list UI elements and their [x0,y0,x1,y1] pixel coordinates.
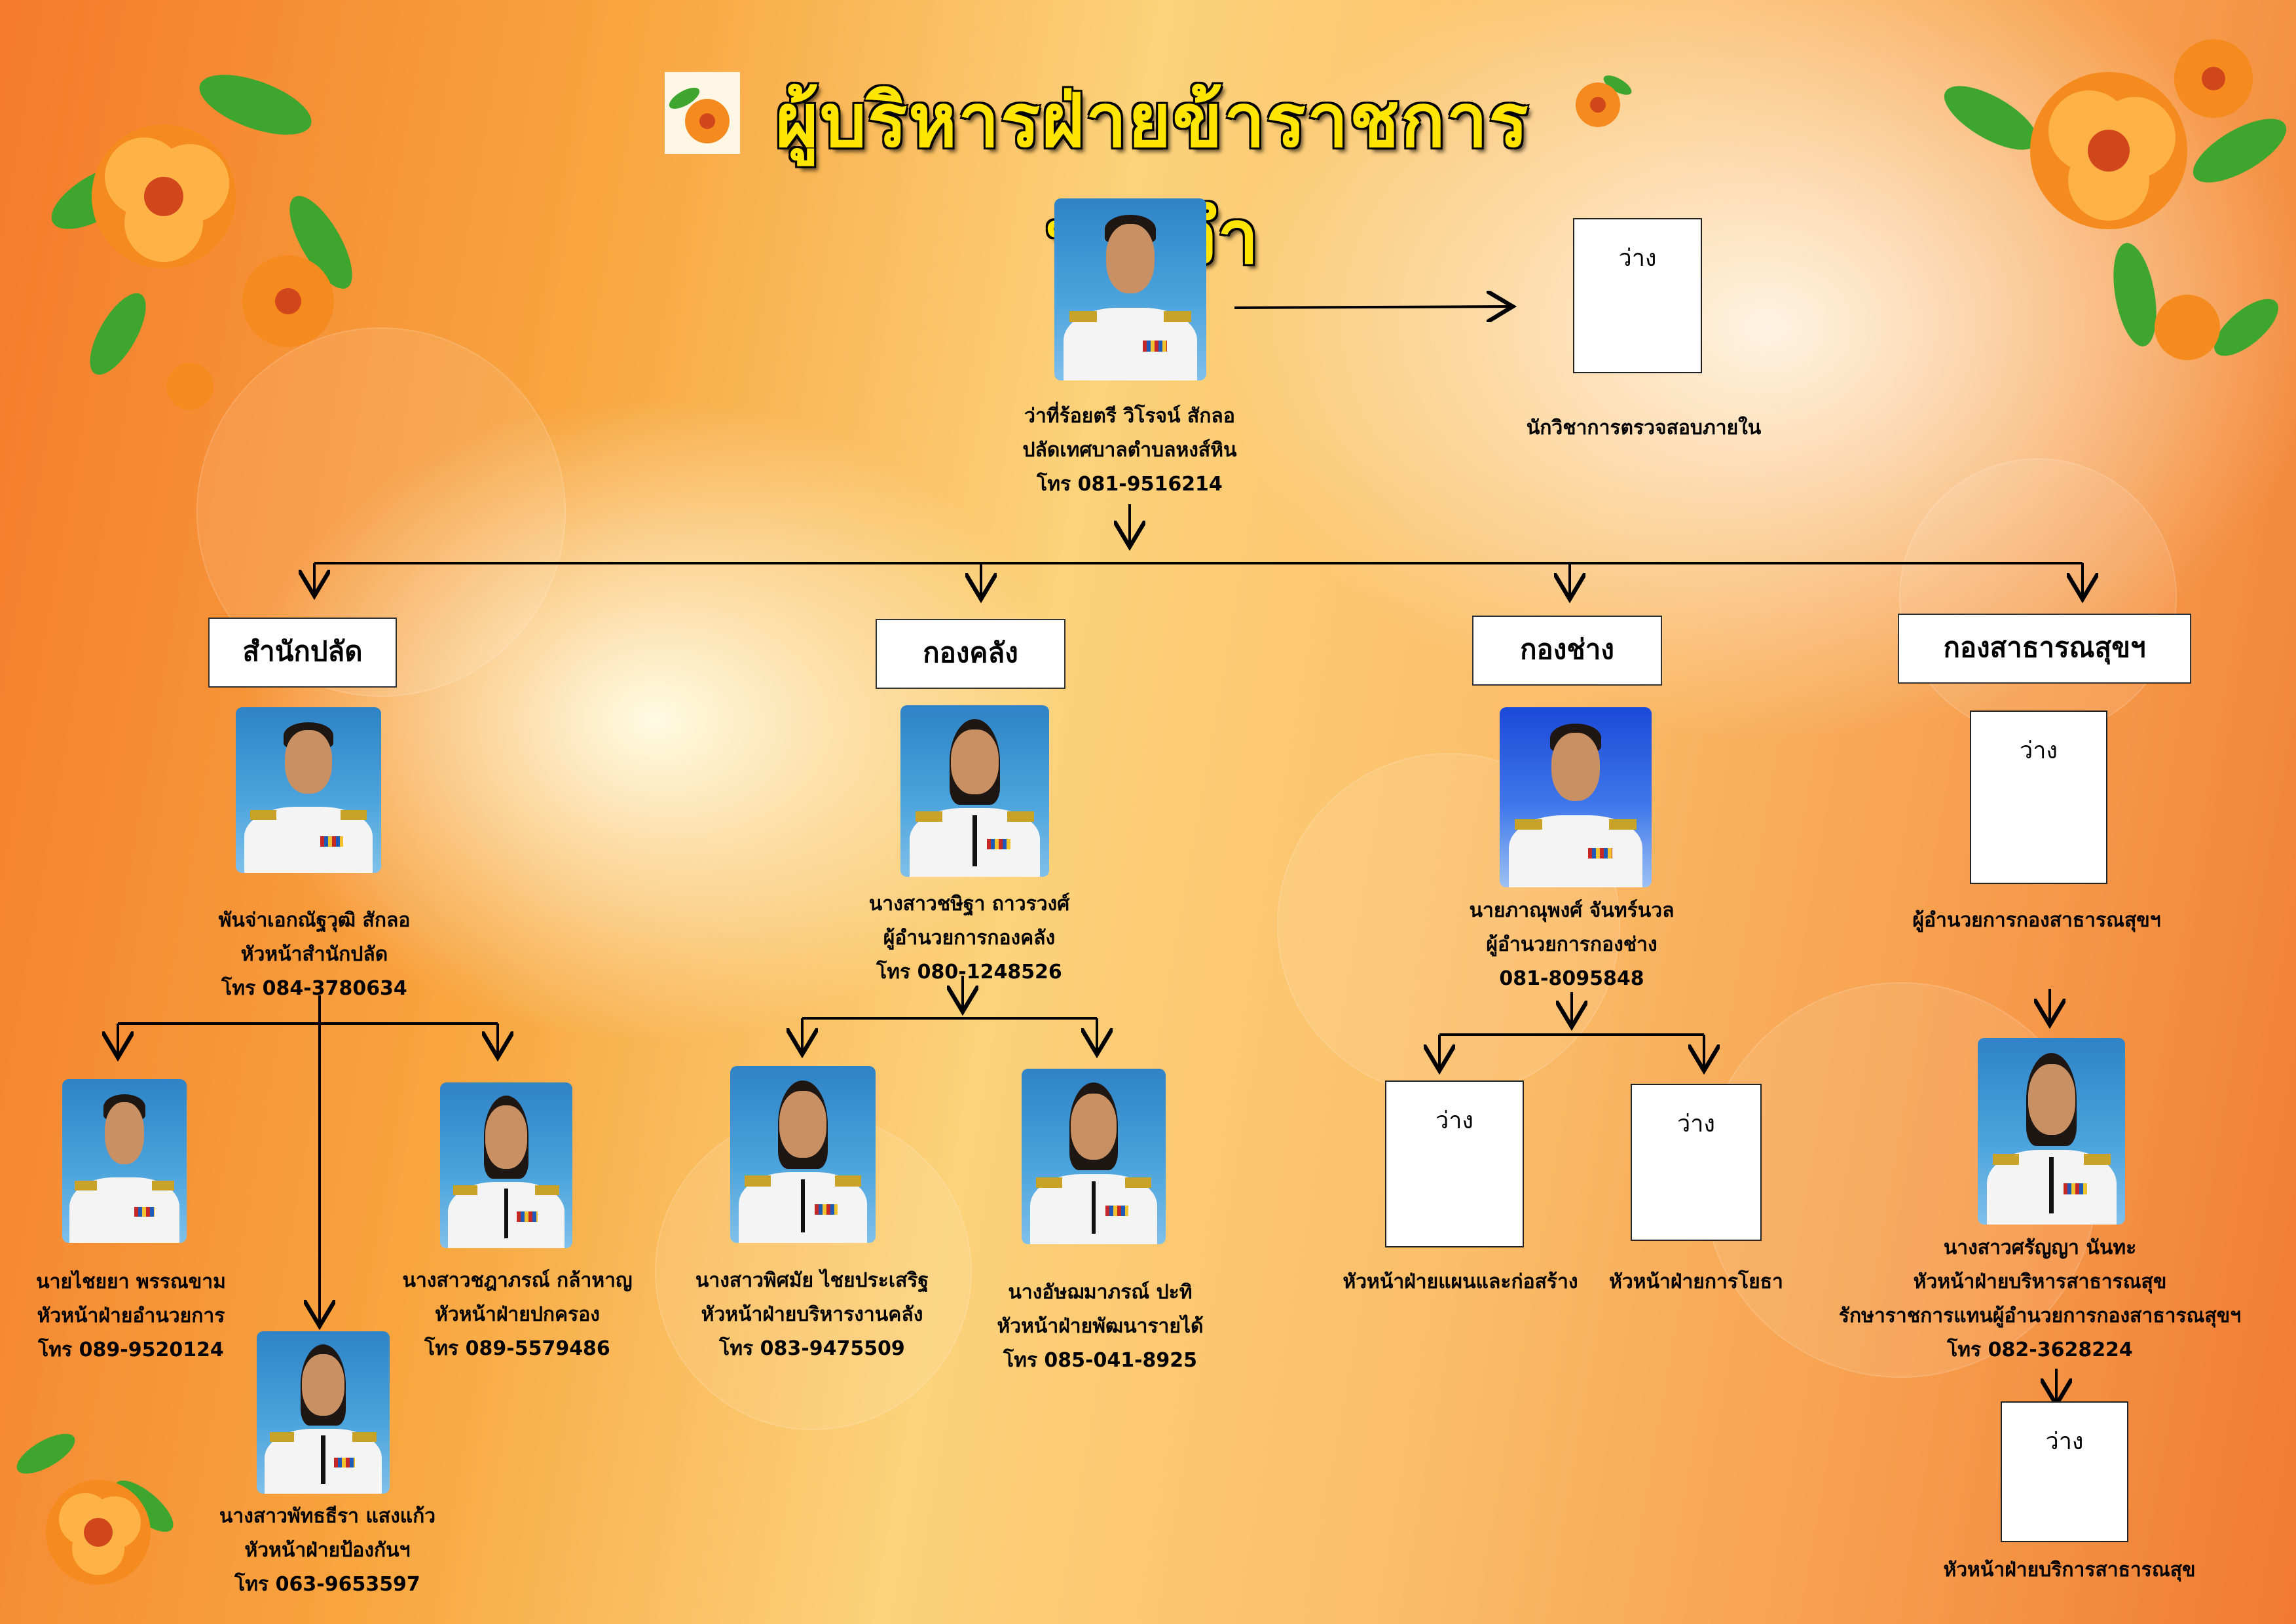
staff-prevention-position: หัวหน้าฝ่ายป้องกันฯ [244,1539,411,1562]
dept-box-finance: กองคลัง [876,619,1065,689]
finance-head-name: นางสาวชษิฐา ถาวรวงศ์ [868,893,1070,915]
dept-box-engineering: กองช่าง [1472,616,1662,686]
staff-revenue-position: หัวหน้าฝ่ายพัฒนารายได้ [997,1315,1204,1338]
engineering-head-name: นายภาณุพงศ์ จันทร์นวล [1469,899,1675,922]
flower-decoration-top-right [1944,39,2287,360]
staff-finance-admin-phone: โทร 083-9475509 [719,1337,905,1360]
staff-health-admin-position: หัวหน้าฝ่ายบริหารสาธารณสุข [1913,1270,2167,1293]
engineering-head-position: ผู้อำนวยการกองช่าง [1486,933,1657,956]
staff-prevention-info: นางสาวพัทธธีรา แสงแก้ว หัวหน้าฝ่ายป้องกั… [196,1500,458,1602]
dept-box-health: กองสาธารณสุขฯ [1898,614,2191,684]
staff-admin-name: นายไชยยา พรรณขาม [36,1270,226,1293]
staff-prevention-name: นางสาวพัทธธีรา แสงแก้ว [219,1505,436,1528]
staff-admin-phone: โทร 089-9520124 [38,1338,224,1361]
engineering-head-phone: 081-8095848 [1499,967,1644,990]
flower-decoration-top-left [51,75,352,410]
staff-revenue-info: นางอัษฌมาภรณ์ ปะทิ หัวหน้าฝ่ายพัฒนารายได… [963,1276,1238,1378]
staff-governance-photo [440,1082,572,1248]
staff-finance-admin-info: นางสาวพิศมัย ไชยประเสริฐ หัวหน้าฝ่ายบริห… [675,1264,950,1366]
staff-health-service-position: หัวหน้าฝ่ายบริการสาธารณสุข [1943,1559,2196,1581]
auditor-position: นักวิชาการตรวจสอบภายใน [1526,416,1762,439]
staff-admin-info: นายไชยยา พรรณขาม หัวหน้าฝ่ายอำนวยการ โทร… [13,1265,249,1367]
bokeh-circle [1899,458,2177,736]
staff-governance-phone: โทร 089-5579486 [424,1337,610,1360]
health-head-position: ผู้อำนวยการกองสาธารณสุขฯ [1912,909,2161,932]
staff-health-admin-acting: รักษาราชการแทนผู้อำนวยการกองสาธารณสุขฯ [1838,1304,2242,1327]
top-executive-name: ว่าที่ร้อยตรี วิโรจน์ สักลอ [1024,405,1235,428]
title-flower-icon-right [1576,75,1632,127]
staff-governance-name: นางสาวชฎาภรณ์ กล้าหาญ [402,1269,633,1292]
staff-prevention-photo [257,1331,390,1494]
staff-finance-admin-photo [730,1066,876,1243]
flower-decoration-bottom-left [16,1433,174,1585]
palad-head-name: พันจ่าเอกณัฐวุฒิ สักลอ [218,909,411,932]
palad-head-position: หัวหน้าสำนักปลัด [240,943,388,966]
staff-revenue-photo [1022,1069,1166,1244]
engineering-head-info: นายภาณุพงศ์ จันทร์นวล ผู้อำนวยการกองช่าง… [1388,894,1755,996]
staff-prevention-phone: โทร 063-9653597 [234,1573,420,1596]
staff-health-service-vacant-box: ว่าง [2001,1401,2128,1542]
top-executive-phone: โทร 081-9516214 [1037,473,1223,496]
staff-health-admin-phone: โทร 082-3628224 [1947,1338,2133,1361]
engineering-head-photo [1500,707,1652,887]
health-head-vacant-box: ว่าง [1970,710,2107,884]
staff-planning-vacant-box: ว่าง [1385,1080,1524,1247]
top-executive-info: ว่าที่ร้อยตรี วิโรจน์ สักลอ ปลัดเทศบาลตำ… [933,399,1326,502]
palad-head-info: พันจ่าเอกณัฐวุฒิ สักลอ หัวหน้าสำนักปลัด … [131,904,498,1006]
staff-admin-position: หัวหน้าฝ่ายอำนวยการ [37,1304,225,1327]
staff-revenue-phone: โทร 085-041-8925 [1003,1349,1198,1372]
auditor-vacant-box: ว่าง [1573,218,1702,373]
top-executive-position: ปลัดเทศบาลตำบลหงส์หิน [1022,439,1237,462]
staff-governance-info: นางสาวชฎาภรณ์ กล้าหาญ หัวหน้าฝ่ายปกครอง … [380,1264,655,1366]
staff-works-position: หัวหน้าฝ่ายการโยธา [1609,1270,1783,1293]
staff-planning-position: หัวหน้าฝ่ายแผนและก่อสร้าง [1342,1270,1578,1293]
dept-box-palad: สำนักปลัด [208,618,397,688]
staff-health-admin-name: นางสาวศรัญญา นันทะ [1943,1236,2137,1259]
finance-head-phone: โทร 080-1248526 [876,961,1062,984]
staff-admin-photo [62,1079,187,1243]
staff-governance-position: หัวหน้าฝ่ายปกครอง [435,1303,600,1326]
palad-head-phone: โทร 084-3780634 [221,977,407,1000]
finance-head-info: นางสาวชษิฐา ถาวรวงศ์ ผู้อำนวยการกองคลัง … [773,887,1166,989]
palad-head-photo [236,707,381,873]
staff-health-admin-info: นางสาวศรัญญา นันทะ หัวหน้าฝ่ายบริหารสาธา… [1794,1231,2286,1367]
staff-health-admin-photo [1978,1038,2125,1225]
finance-head-photo [900,705,1049,877]
staff-finance-admin-name: นางสาวพิศมัย ไชยประเสริฐ [695,1269,929,1292]
top-executive-photo [1054,198,1206,380]
staff-finance-admin-position: หัวหน้าฝ่ายบริหารงานคลัง [701,1303,923,1326]
staff-revenue-name: นางอัษฌมาภรณ์ ปะทิ [1008,1281,1193,1304]
title-flower-icon-left [665,72,740,154]
staff-works-vacant-box: ว่าง [1631,1084,1762,1241]
finance-head-position: ผู้อำนวยการกองคลัง [883,927,1056,950]
